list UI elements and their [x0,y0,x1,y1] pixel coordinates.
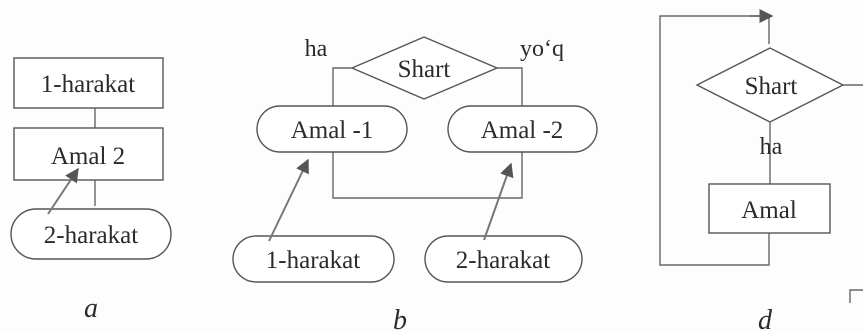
arrow-b-left [268,158,309,242]
action-oval-amal-1 [256,105,408,153]
arrow-a [47,167,79,215]
event-oval-2-harakat-label: 2-harakat [44,222,138,249]
exit-bottom-line-d [849,289,863,303]
diagram-d: Shart ha Amal d [659,9,863,332]
caption-b: b [393,305,407,332]
action-box-amal-2-label: Amal 2 [51,143,125,170]
action-box-1-harakat [13,57,164,109]
event-oval-1-harakat-label: 1-harakat [266,247,360,274]
caption-d: d [758,305,773,332]
yes-label-d: ha [760,134,783,160]
action-box-amal-d [708,183,831,234]
condition-diamond-b-label: Shart [398,56,451,83]
action-box-1-harakat-label: 1-harakat [41,71,135,98]
diagram-b: Shart ha yo‘q Amal -1 Amal -2 1-harakat … [232,36,598,332]
diagram-a: 1-harakat Amal 2 2-harakat a [10,57,172,324]
action-box-amal-d-label: Amal [741,197,797,224]
event-oval-1-harakat [232,235,395,283]
action-oval-amal-2-label: Amal -2 [481,117,564,144]
event-oval-2-harakat-b [424,235,583,283]
event-oval-2-harakat [10,208,172,260]
caption-a: a [84,293,98,324]
action-oval-amal-1-label: Amal -1 [291,117,374,144]
action-box-amal-2 [13,127,164,181]
event-oval-2-harakat-b-label: 2-harakat [456,247,550,274]
condition-diamond-d-label: Shart [745,73,798,100]
branch-yes-line [332,67,352,108]
action-oval-amal-2 [447,105,598,153]
merge-line [332,150,523,199]
arrow-b-right [483,162,514,241]
branch-no-line [497,67,523,108]
yes-label-b: ha [305,36,328,62]
no-label-b: yo‘q [520,36,564,62]
